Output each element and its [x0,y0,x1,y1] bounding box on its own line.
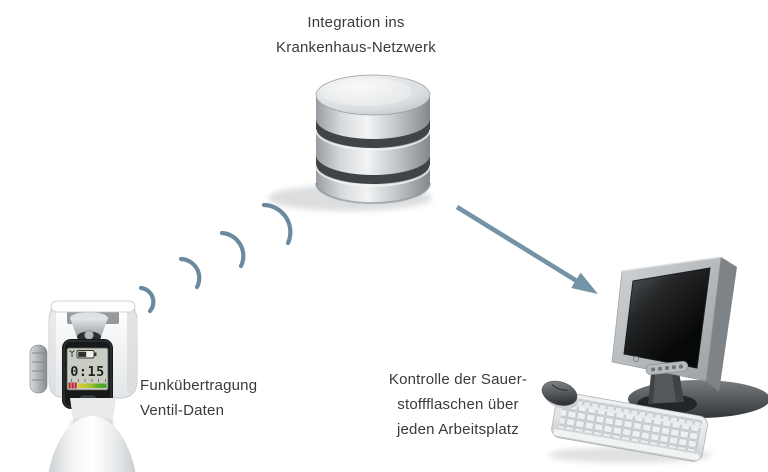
radio-label-line2: Ventil-Daten [140,402,225,419]
wireless-arc-4 [261,202,293,246]
device-body-shade-left [50,307,56,394]
gauge-red-bar [71,382,74,389]
device-valve-outlet [70,318,108,337]
workstation-label-line2: stoffflaschen über [397,396,519,413]
workstation-label: Kontrolle der Sauer- stoffflaschen über … [308,367,608,442]
network-label-line1: Integration ins [307,14,405,31]
keyboard [551,392,708,462]
database-bottom-edge [315,182,431,204]
gas-cylinder-shoulder [48,416,136,472]
workstation-computer [541,256,768,463]
database-groove [316,119,430,148]
monitor-side [706,257,737,392]
cylinder-level-cap [94,352,97,356]
mouse-button-line [551,384,568,391]
lcd-scale-ticks [71,379,106,382]
lcd-time: 0:15 [70,364,105,380]
network-label: Integration ins Krankenhaus-Netzwerk [206,10,506,60]
wireless-arcs-icon [138,202,293,314]
device-body-shade-right [127,307,136,394]
arrow-icon [455,205,598,294]
cylinder-level-fill [78,351,87,357]
monitor-button [665,366,669,370]
wireless-arc-1 [138,285,156,314]
workstation-label-line1: Kontrolle der Sauer- [388,371,528,388]
database-groove-highlight [315,129,431,151]
device-handle [50,300,136,313]
radio-label: Funkübertragung Ventil-Daten [140,373,257,423]
monitor-button [671,365,676,370]
monitor-stand-face [653,373,676,403]
oxygen-valve-device: 0:15 [29,300,138,472]
device-knob-ridges [32,352,45,381]
device-display: 0:15 [62,339,113,409]
monitor-buttons [645,360,689,376]
network-label-line2: Krankenhaus-Netzwerk [276,39,436,56]
device-flow-knob [29,344,48,394]
mouse [541,380,579,409]
keyboard-keys [558,403,701,452]
monitor-button [658,366,663,371]
database-groove [316,155,430,184]
database-lid [315,74,431,116]
device-valve-bolt [84,330,94,340]
monitor-button [678,364,683,369]
arrow-shaft [455,205,578,283]
lcd-screen [66,347,109,391]
radio-label-line1: Funkübertragung [140,377,258,394]
arrow-head [571,272,598,294]
database-lid-highlight [320,78,412,106]
wireless-arc-3 [219,230,246,269]
wireless-arc-2 [178,256,202,290]
database-icon [268,74,432,211]
gauge-level-bar [78,383,107,388]
gauge-red-bar [74,382,77,389]
monitor-button [651,367,656,372]
keyboard-fn-row [563,396,703,426]
workstation-label-line3: jeden Arbeitsplatz [396,421,519,438]
monitor-logo [632,355,640,363]
keyboard-front-lip [552,429,700,461]
database-groove-highlight [315,165,431,187]
signal-icon [69,350,75,357]
gauge-red-bar [68,382,71,389]
mouse-body [541,380,578,406]
monitor-screen [623,267,711,369]
monitor-bezel-highlight [621,256,722,272]
